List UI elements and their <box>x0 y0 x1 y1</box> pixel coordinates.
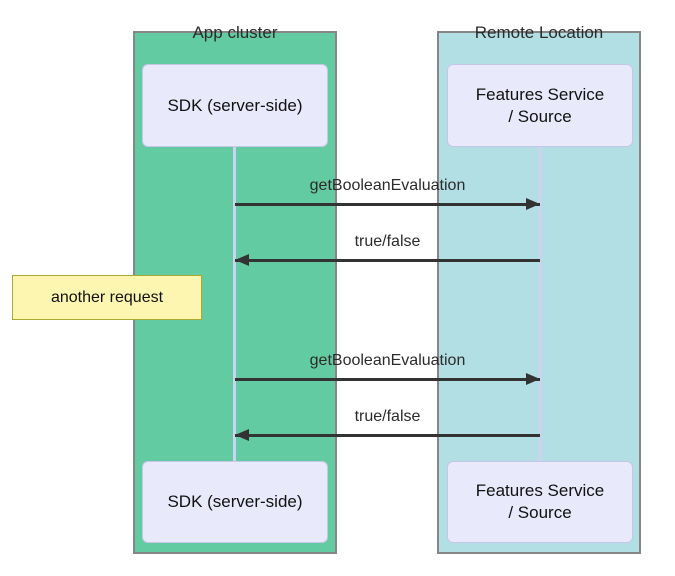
message-arrow-left-2 <box>235 429 540 441</box>
message-arrow-right-2 <box>235 373 540 385</box>
message-label-getbooleanevaluation-1: getBooleanEvaluation <box>309 177 466 194</box>
arrowhead-right-icon <box>526 198 540 210</box>
participant-sdk-top: SDK (server-side) <box>142 64 328 147</box>
arrowhead-left-icon <box>235 254 249 266</box>
arrowhead-right-icon <box>526 373 540 385</box>
message-label-truefalse-1: true/false <box>354 233 421 250</box>
message-label-truefalse-2: true/false <box>354 408 421 425</box>
app-cluster-title: App cluster <box>192 23 278 42</box>
message-arrow-left-1 <box>235 254 540 266</box>
note-another-request: another request <box>12 275 202 320</box>
lifeline-sdk <box>233 147 236 461</box>
participant-sdk-bottom: SDK (server-side) <box>142 461 328 543</box>
message-label-getbooleanevaluation-2: getBooleanEvaluation <box>309 352 466 369</box>
remote-location-title: Remote Location <box>474 23 604 42</box>
message-arrow-right-1 <box>235 198 540 210</box>
arrowhead-left-icon <box>235 429 249 441</box>
participant-features-service-bottom: Features Service / Source <box>447 461 633 543</box>
participant-features-service-top: Features Service / Source <box>447 64 633 147</box>
lifeline-features-service <box>538 147 541 461</box>
